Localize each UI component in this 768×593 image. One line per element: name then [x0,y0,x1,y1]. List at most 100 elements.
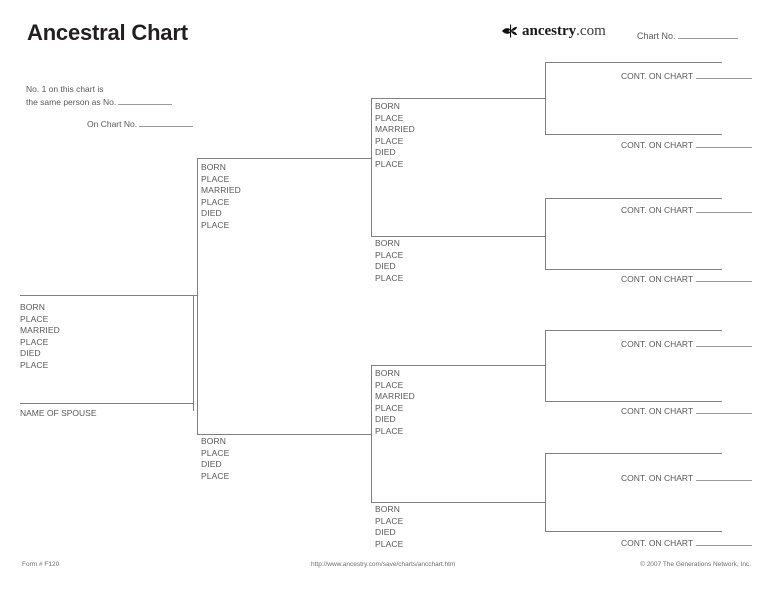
cont-on-chart-label: CONT. ON CHART [621,339,694,349]
field-died: DIED [201,208,222,219]
cont-chart-blank[interactable] [696,537,753,546]
field-place: PLACE [375,379,404,390]
field-married: MARRIED [375,391,415,402]
field-born: BORN [375,238,400,248]
gen4-person10-name-rule [545,198,722,199]
gen2-father-fields: BORN PLACE MARRIED PLACE DIED PLACE [201,162,241,232]
gen3-person7-name-rule [371,502,545,503]
chart-no-blank[interactable] [677,30,738,39]
cont-chart-blank[interactable] [696,338,753,347]
gen3-person4-fields: BORN PLACE MARRIED PLACE DIED PLACE [375,101,415,171]
cont-on-chart-label: CONT. ON CHART [621,140,694,150]
gen2-mother-fields: BORN PLACE DIED PLACE [201,436,229,482]
gen3-person7-fields: BORN PLACE DIED PLACE [375,504,403,550]
logo-bold-text: ancestry [522,22,577,39]
footer: Form # F120 http://www.ancestry.com/save… [0,561,768,573]
gen4-person15-name-rule [545,531,722,532]
field-place-2: PLACE [375,272,404,283]
gen3-person5-name-rule [371,236,545,237]
note-line-2-wrap: the same person as No. [26,96,193,109]
cont-chart-blank[interactable] [696,472,753,481]
field-married: MARRIED [20,325,60,336]
on-chart-no-blank[interactable] [139,118,194,127]
gen4-person13-cont[interactable]: CONT. ON CHART [621,405,753,416]
cont-chart-blank[interactable] [696,70,753,79]
gen3-bracket-b-vertical [371,365,372,503]
field-died: DIED [375,147,396,158]
gen4-bracket-1-vertical [545,62,546,134]
gen4-person13-name-rule [545,401,722,402]
cont-on-chart-label: CONT. ON CHART [621,538,694,548]
field-died: DIED [201,459,222,470]
ancestry-logo[interactable]: ancestry.com [500,21,606,41]
gen4-person15-cont[interactable]: CONT. ON CHART [621,537,753,548]
gen3-person4-to-gen4-connector [538,98,546,99]
field-died: DIED [375,527,396,538]
footer-form-number: Form # F120 [22,561,60,568]
gen4-person11-name-rule [545,269,722,270]
cont-chart-blank[interactable] [696,405,753,414]
ancestry-leaf-icon [502,24,517,38]
field-born: BORN [375,101,400,111]
gen2-father-to-gen3-connector [364,158,372,159]
gen4-person8-name-rule [545,62,722,63]
cont-on-chart-label: CONT. ON CHART [621,274,694,284]
gen3-bracket-a-vertical [371,98,372,237]
cont-on-chart-label: CONT. ON CHART [621,71,694,81]
gen2-father-name-rule [197,158,370,159]
cont-chart-blank[interactable] [696,204,753,213]
field-place: PLACE [201,447,230,458]
field-place: PLACE [201,173,230,184]
field-place: PLACE [375,249,404,260]
gen2-mother-to-gen3-connector [364,434,372,435]
cont-chart-blank[interactable] [696,139,753,148]
gen4-person12-cont[interactable]: CONT. ON CHART [621,338,753,349]
same-person-note: No. 1 on this chart is the same person a… [26,83,194,131]
field-died: DIED [375,261,396,272]
gen4-person9-cont[interactable]: CONT. ON CHART [621,139,753,150]
field-place-2: PLACE [375,538,404,549]
field-married: MARRIED [201,185,241,196]
field-place: PLACE [375,515,404,526]
field-born: BORN [201,162,226,172]
note-line-3-wrap: On Chart No. [26,118,194,131]
chart-no-field[interactable]: Chart No. [637,30,738,41]
field-born: BORN [375,368,400,378]
field-died: DIED [375,414,396,425]
root-person-fields: BORN PLACE MARRIED PLACE DIED PLACE [20,302,60,372]
gen4-person12-name-rule [545,330,722,331]
footer-url[interactable]: http://www.ancestry.com/save/charts/ancc… [311,561,456,568]
field-place-2: PLACE [20,336,49,347]
field-born: BORN [20,302,45,312]
note-line-3: On Chart No. [87,119,138,129]
field-place-3: PLACE [201,219,230,230]
gen3-person7-to-gen4-connector [538,502,546,503]
field-married: MARRIED [375,124,415,135]
gen4-bracket-3-vertical [545,330,546,401]
field-place-3: PLACE [375,425,404,436]
gen3-person5-to-gen4-connector [538,236,546,237]
field-place: PLACE [20,313,49,324]
field-place-2: PLACE [375,135,404,146]
field-died: DIED [20,348,41,359]
same-person-no-blank[interactable] [118,96,173,105]
cont-chart-blank[interactable] [696,273,753,282]
root-to-gen2-connector [193,295,198,296]
page-title: Ancestral Chart [27,20,188,45]
field-place-2: PLACE [201,470,230,481]
root-spouse-rule [20,403,193,404]
field-place-2: PLACE [201,196,230,207]
field-born: BORN [201,436,226,446]
gen4-person14-cont[interactable]: CONT. ON CHART [621,472,753,483]
gen4-person10-cont[interactable]: CONT. ON CHART [621,204,753,215]
cont-on-chart-label: CONT. ON CHART [621,406,694,416]
note-line-1: No. 1 on this chart is [26,84,104,94]
field-born: BORN [375,504,400,514]
gen4-person11-cont[interactable]: CONT. ON CHART [621,273,753,284]
logo-light-text: .com [576,22,606,39]
field-place-3: PLACE [20,359,49,370]
gen2-bracket-vertical [197,158,198,435]
gen4-person14-name-rule [545,453,722,454]
gen4-person8-cont[interactable]: CONT. ON CHART [621,70,753,81]
